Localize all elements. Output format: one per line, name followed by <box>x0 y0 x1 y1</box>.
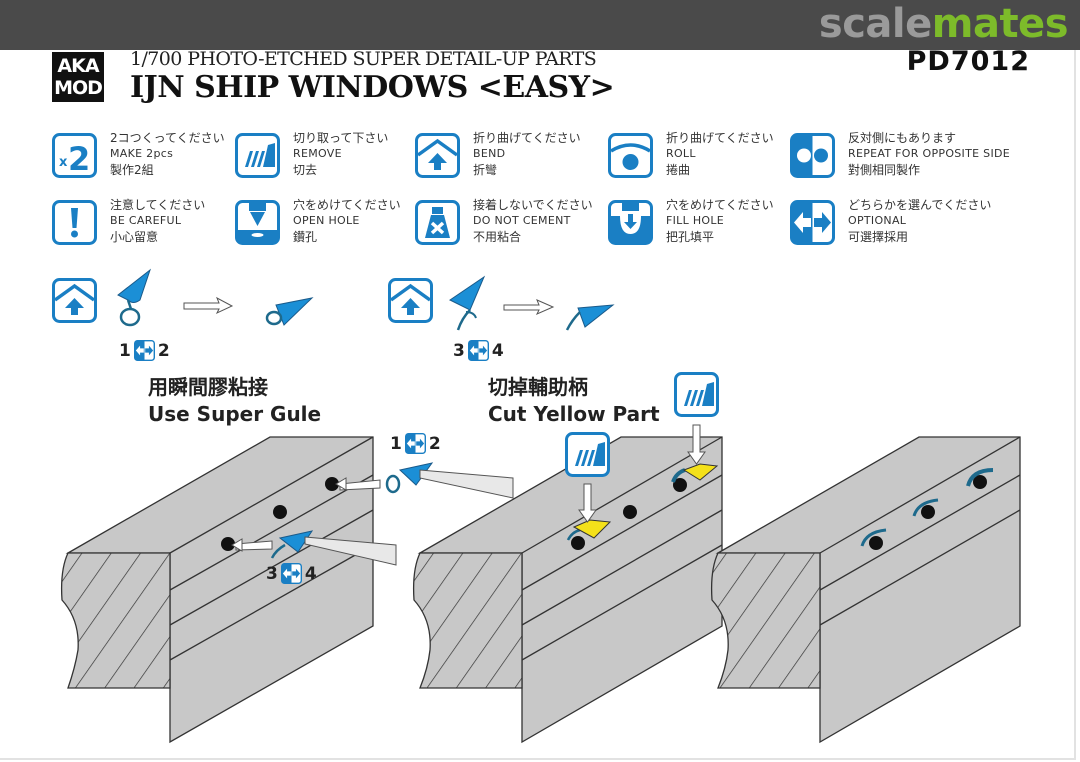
legend-zh: 折彎 <box>473 163 498 177</box>
optional-icon <box>133 340 155 361</box>
option-number: 2 <box>157 340 170 361</box>
legend-be-careful: 注意してください BE CAREFUL 小心留意 <box>52 197 242 247</box>
make-two-icon: x 2 <box>52 133 97 178</box>
option-label-1-2: 1 2 <box>119 340 170 361</box>
glue-note-en: Use Super Gule <box>148 402 322 426</box>
bend-icon <box>388 278 433 323</box>
legend-repeat-opposite: 反対側にもあります REPEAT FOR OPPOSITE SIDE 對側相同製作 <box>790 130 1030 180</box>
be-careful-icon <box>52 200 97 245</box>
cut-note: 切掉輔助柄 Cut Yellow Part <box>488 374 660 428</box>
roll-icon <box>608 133 653 178</box>
legend-roll: 折り曲げてください ROLL 捲曲 <box>608 130 798 180</box>
legend-bend: 折り曲げてください BEND 折彎 <box>415 130 605 180</box>
open-hole-icon <box>235 200 280 245</box>
hull-block-2 <box>412 424 723 744</box>
bend-icon <box>52 278 97 323</box>
option-number: 4 <box>491 340 504 361</box>
brand-part-2: mates <box>931 1 1069 47</box>
option-label-3-4: 3 4 <box>453 340 504 361</box>
part-window-eyebrow-a-bent <box>265 297 314 326</box>
product-code: PD7012 <box>906 46 1030 77</box>
legend-zh: 對側相同製作 <box>848 163 921 177</box>
cut-note-zh: 切掉輔助柄 <box>488 375 588 399</box>
option-number: 3 <box>266 563 278 584</box>
legend-zh: 切去 <box>293 163 318 177</box>
legend-en: REMOVE <box>293 147 342 160</box>
glue-note: 用瞬間膠粘接 Use Super Gule <box>148 374 321 428</box>
option-label-3-4-scene: 3 4 <box>266 563 317 584</box>
svg-text:x: x <box>59 155 68 170</box>
part-window-eyebrow-a-flat <box>117 268 151 327</box>
legend-en: MAKE 2pcs <box>110 147 174 160</box>
legend-zh: 製作2組 <box>110 163 154 177</box>
option-label-1-2-scene: 1 2 <box>390 433 441 454</box>
legend-jp: 接着しないでください <box>473 198 593 212</box>
legend-jp: 反対側にもあります <box>848 131 957 145</box>
legend-jp: 穴をめけてください <box>666 198 774 212</box>
optional-icon <box>404 433 426 454</box>
part-window-eyebrow-b-flat <box>449 275 486 331</box>
cut-note-en: Cut Yellow Part <box>488 402 660 426</box>
legend-remove: 切り取って下さい REMOVE 切去 <box>235 130 425 180</box>
legend-en: DO NOT CEMENT <box>473 214 571 227</box>
option-number: 1 <box>119 340 131 361</box>
legend-en: OPTIONAL <box>848 214 907 227</box>
do-not-cement-icon <box>415 200 460 245</box>
remove-icon <box>565 432 610 477</box>
legend-zh: 鑽孔 <box>293 230 318 244</box>
legend-jp: 折り曲げてください <box>473 131 581 145</box>
legend-jp: 穴をめけてください <box>293 198 401 212</box>
arrow-right-icon <box>503 299 555 316</box>
optional-icon <box>790 200 835 245</box>
legend-zh: 小心留意 <box>110 230 159 244</box>
hull-block-1 <box>60 436 514 744</box>
option-number: 1 <box>390 433 402 454</box>
svg-text:2: 2 <box>68 140 90 178</box>
akamod-logo: AKA MOD <box>52 52 104 102</box>
option-number: 2 <box>428 433 441 454</box>
legend-do-not-cement: 接着しないでください DO NOT CEMENT 不用粘合 <box>415 197 605 247</box>
glue-note-zh: 用瞬間膠粘接 <box>148 375 268 399</box>
legend-en: ROLL <box>666 147 696 160</box>
option-number: 4 <box>304 563 317 584</box>
remove-icon <box>235 133 280 178</box>
legend-open-hole: 穴をめけてください OPEN HOLE 鑽孔 <box>235 197 425 247</box>
page-subtitle: 1/700 PHOTO-ETCHED SUPER DETAIL-UP PARTS <box>130 48 597 70</box>
legend-jp: どちらかを選んでください <box>848 198 992 212</box>
logo-line-1: AKA <box>57 55 99 77</box>
hull-block-3 <box>710 436 1021 744</box>
part-window-eyebrow-b-bent <box>565 304 615 331</box>
page-title: IJN SHIP WINDOWS <EASY> <box>130 70 615 105</box>
legend-zh: 可選擇採用 <box>848 230 909 244</box>
legend-en: BE CAREFUL <box>110 214 182 227</box>
legend-zh: 不用粘合 <box>473 230 522 244</box>
option-number: 3 <box>453 340 465 361</box>
legend-en: BEND <box>473 147 506 160</box>
brand-part-1: scale <box>818 1 932 47</box>
optional-icon <box>280 563 302 584</box>
brand-logo[interactable]: scalemates <box>818 1 1069 47</box>
legend-fill-hole: 穴をめけてください FILL HOLE 把孔填平 <box>608 197 798 247</box>
legend-en: FILL HOLE <box>666 214 725 227</box>
legend-jp: 2コつくってください <box>110 131 225 145</box>
legend-zh: 把孔填平 <box>666 230 715 244</box>
bend-icon <box>415 133 460 178</box>
legend-optional: どちらかを選んでください OPTIONAL 可選擇採用 <box>790 197 1030 247</box>
legend-make-two: x 2 2コつくってください MAKE 2pcs 製作2組 <box>52 130 242 180</box>
logo-line-2: MOD <box>54 77 103 99</box>
legend-en: OPEN HOLE <box>293 214 360 227</box>
legend-jp: 切り取って下さい <box>293 131 389 145</box>
legend-en: REPEAT FOR OPPOSITE SIDE <box>848 147 1011 160</box>
arrow-right-icon <box>183 296 234 315</box>
legend-jp: 注意してください <box>110 198 206 212</box>
remove-icon <box>674 372 719 417</box>
optional-icon <box>467 340 489 361</box>
repeat-opposite-icon <box>790 133 835 178</box>
legend-jp: 折り曲げてください <box>666 131 774 145</box>
legend-zh: 捲曲 <box>666 163 691 177</box>
fill-hole-icon <box>608 200 653 245</box>
top-bar: scalemates <box>0 0 1080 50</box>
